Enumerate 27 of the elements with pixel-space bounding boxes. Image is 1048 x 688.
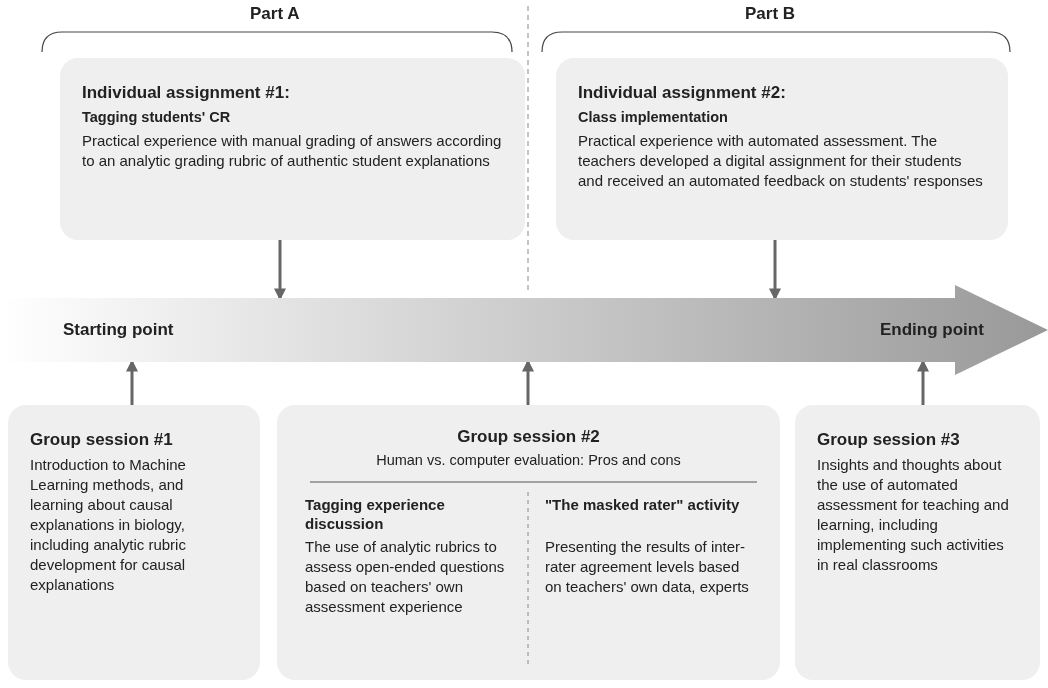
part-heading: Part B <box>745 4 796 24</box>
subheading: Tagging students' CR <box>82 108 232 127</box>
column-heading: Tagging experience discussion <box>305 495 446 533</box>
column-heading: "The masked rater" activity <box>545 495 741 514</box>
description: The use of analytic rubrics to assess open-ended questions based on teachers' own assessment experience <box>305 537 506 617</box>
subheading: Class implementation <box>578 108 729 127</box>
timeline-heading: Starting point <box>63 319 175 341</box>
part-heading: Part A <box>250 4 300 24</box>
session-card <box>8 405 260 680</box>
session-card <box>277 405 780 680</box>
description: Practical experience with manual grading of answers according to an analytic grading rubric of authentic student explanations <box>82 131 503 171</box>
heading: Group session #1 <box>30 429 174 451</box>
heading: Group session #3 <box>817 429 961 451</box>
heading: Individual assignment #1: <box>82 82 291 104</box>
heading: Individual assignment #2: <box>578 82 787 104</box>
assignment-card <box>60 58 525 240</box>
assignment-card <box>556 58 1008 240</box>
description: Practical experience with automated assessment. The teachers developed a digital assignment for their students and received an automated feedback on students' responses <box>578 131 984 191</box>
description: Introduction to Machine Learning methods, and learning about causal explanations in biology, including analytic rubric development for causal explanations <box>30 455 187 595</box>
subheading: Human vs. computer evaluation: Pros and cons <box>375 452 682 468</box>
description: Presenting the results of inter-rater agreement levels based on teachers' own data, experts <box>545 537 750 597</box>
arrow <box>769 240 781 301</box>
arrow <box>274 240 286 301</box>
heading: Group session #2 <box>456 427 601 447</box>
timeline-heading: Ending point <box>880 319 985 341</box>
session-card <box>795 405 1040 680</box>
description: Insights and thoughts about the use of automated assessment for teaching and learning, including implementing such activities in real classrooms <box>817 455 1010 575</box>
